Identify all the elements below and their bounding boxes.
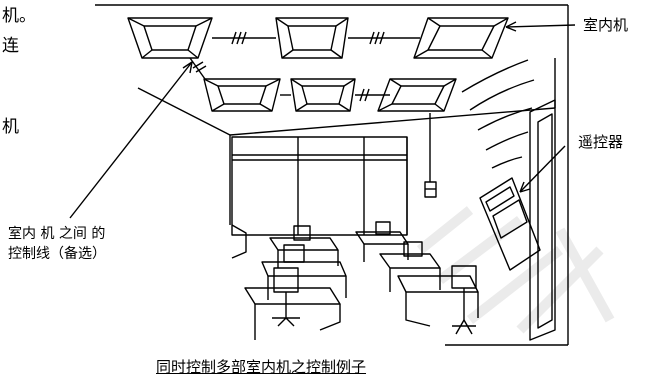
ceiling-unit	[377, 78, 457, 112]
classroom-desks	[231, 224, 479, 340]
watermark	[416, 206, 615, 334]
ceiling-unit	[290, 78, 356, 112]
classroom-chairs	[272, 221, 477, 335]
window-wall	[231, 136, 408, 236]
ceiling-unit	[275, 17, 349, 59]
control-wire-label-line2: 控制线（备选）	[8, 246, 106, 262]
room-frame	[95, 4, 569, 346]
control-wire-label: 室内 机 之间 的 控制线（备选）	[8, 224, 106, 264]
indoor-unit-label: 室内机	[583, 16, 629, 34]
control-wire-label-line1: 室内 机 之间 的	[8, 226, 106, 242]
figure-caption: 同时控制多部室内机之控制例子	[156, 358, 367, 376]
remote-controller	[479, 177, 541, 271]
cropped-text-fragment: 机	[2, 117, 19, 137]
ceiling-unit	[127, 17, 213, 59]
cropped-text-fragment: 连	[2, 36, 19, 56]
wall-switch	[424, 113, 437, 198]
door	[529, 99, 556, 341]
cropped-text-fragment: 机。	[2, 6, 36, 26]
control-wiring	[189, 31, 420, 102]
signal-waves	[461, 59, 535, 169]
remote-controller-label: 遥控器	[578, 133, 624, 151]
ceiling-unit	[413, 17, 509, 59]
ceiling-unit	[203, 78, 281, 112]
leader-lines	[69, 21, 576, 219]
